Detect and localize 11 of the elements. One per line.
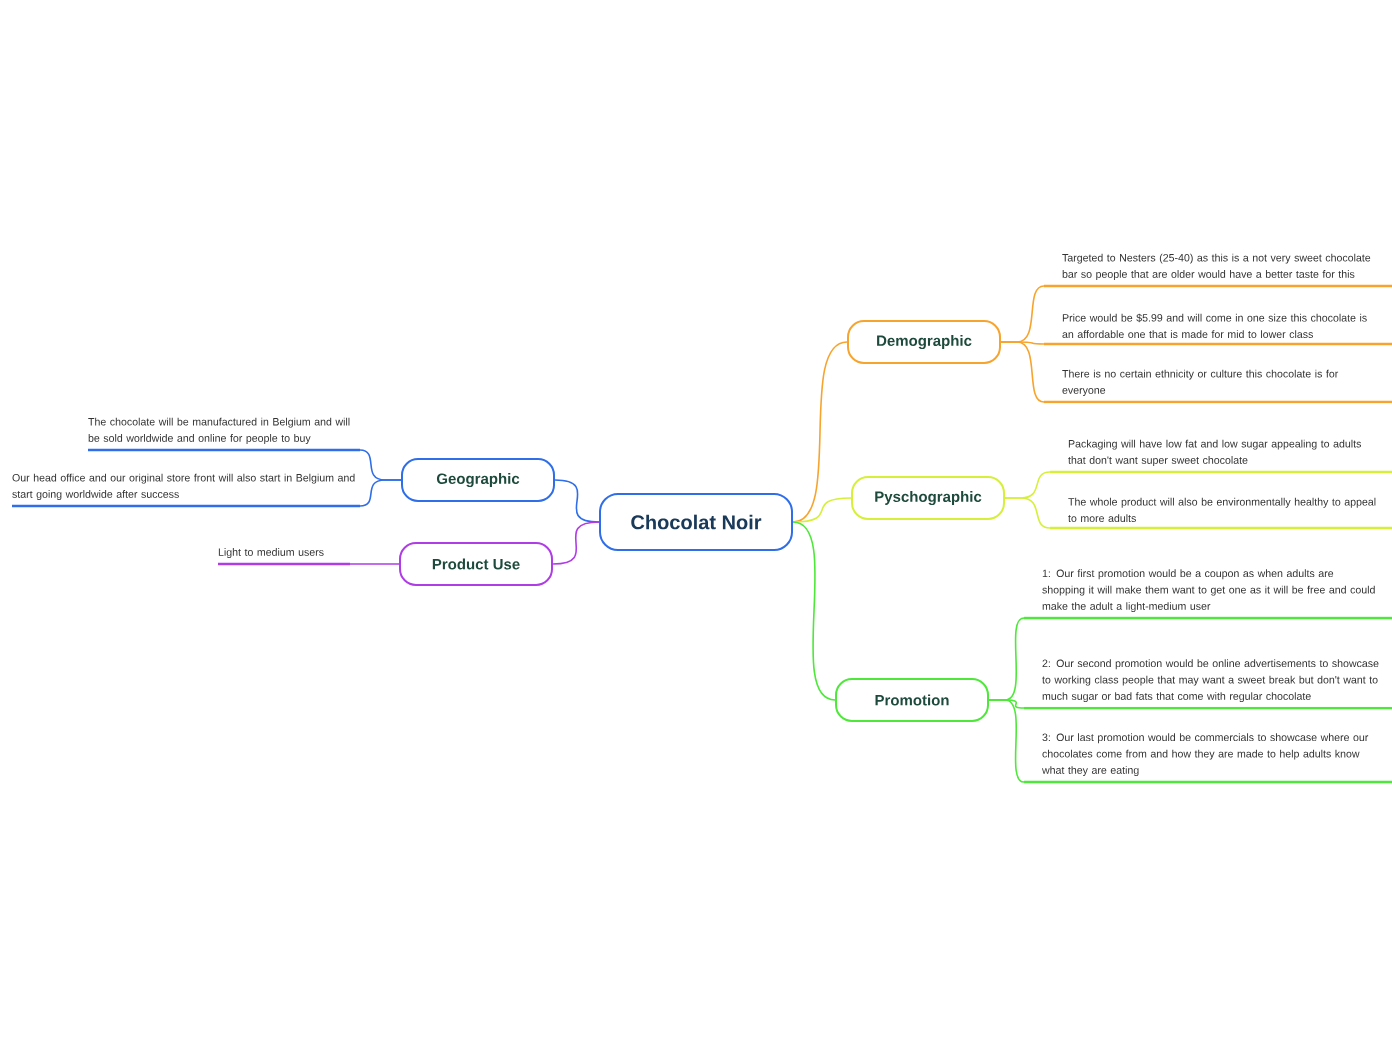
connector-line [988,699,1025,783]
connector-line [554,479,600,523]
connector-line [792,341,848,523]
connector-line [792,497,852,523]
connector-line [1004,497,1051,529]
connector-line [1000,341,1045,403]
central-topic-box: Chocolat Noir [599,493,793,551]
connector-line [792,521,836,701]
connector-line [359,479,402,507]
connector-line [349,563,400,565]
connector-line [552,521,600,565]
